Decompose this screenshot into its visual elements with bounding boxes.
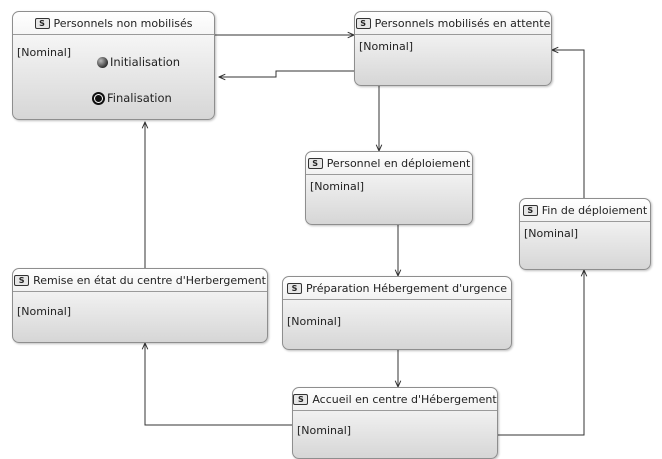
- state-header: S Préparation Hébergement d'urgence: [283, 277, 511, 300]
- region-label: [Nominal]: [524, 227, 579, 240]
- state-title: Remise en état du centre d'Herbergement: [33, 273, 266, 287]
- state-icon: S: [355, 17, 371, 29]
- final-state-label: Finalisation: [107, 91, 172, 105]
- transition-accueil-to-fin: [496, 270, 584, 436]
- initial-state-label: Initialisation: [110, 55, 181, 69]
- state-title: Préparation Hébergement d'urgence: [305, 281, 508, 295]
- region-label: [Nominal]: [17, 46, 72, 59]
- state-icon: S: [293, 393, 309, 405]
- region-label: [Nominal]: [310, 180, 365, 193]
- state-personnels-mobilises-en-attente[interactable]: S Personnels mobilisés en attente [Nomin…: [354, 11, 552, 86]
- state-header: S Remise en état du centre d'Herbergemen…: [13, 269, 267, 292]
- state-personnels-non-mobilises[interactable]: S Personnels non mobilisés [Nominal] Ini…: [12, 11, 215, 120]
- state-fin-de-deploiement[interactable]: S Fin de déploiement [Nominal]: [519, 198, 651, 270]
- state-icon: S: [34, 17, 50, 29]
- state-accueil-en-centre[interactable]: S Accueil en centre d'Hébergement [Nomin…: [292, 387, 498, 459]
- transition-attente-to-nonmobilises: [219, 70, 354, 77]
- state-title: Personnels mobilisés en attente: [374, 16, 551, 30]
- region-label: [Nominal]: [297, 424, 352, 437]
- state-title: Personnels non mobilisés: [53, 16, 193, 30]
- state-title: Fin de déploiement: [541, 203, 648, 217]
- transition-fin-to-attente: [552, 50, 585, 198]
- state-icon: S: [522, 204, 538, 216]
- region-label: [Nominal]: [17, 305, 72, 318]
- state-header: S Personnel en déploiement: [306, 152, 472, 175]
- transition-accueil-to-remise: [145, 343, 295, 426]
- state-header: S Personnels non mobilisés: [13, 12, 214, 35]
- state-icon: S: [307, 157, 323, 169]
- state-header: S Personnels mobilisés en attente: [355, 12, 551, 35]
- state-personnel-en-deploiement[interactable]: S Personnel en déploiement [Nominal]: [305, 151, 473, 225]
- state-preparation-hebergement-urgence[interactable]: S Préparation Hébergement d'urgence [Nom…: [282, 276, 512, 350]
- state-icon: S: [14, 274, 30, 286]
- state-icon: S: [286, 282, 302, 294]
- state-title: Accueil en centre d'Hébergement: [312, 392, 497, 406]
- region-label: [Nominal]: [359, 40, 414, 53]
- state-header: S Accueil en centre d'Hébergement: [293, 388, 497, 411]
- final-state-icon: [92, 91, 105, 105]
- initial-pseudostate[interactable]: Initialisation: [97, 55, 180, 69]
- state-header: S Fin de déploiement: [520, 199, 650, 222]
- state-title: Personnel en déploiement: [326, 156, 471, 170]
- initial-state-icon: [97, 56, 108, 68]
- state-remise-en-etat-centre[interactable]: S Remise en état du centre d'Herbergemen…: [12, 268, 268, 343]
- final-pseudostate[interactable]: Finalisation: [92, 91, 172, 105]
- region-label: [Nominal]: [287, 315, 342, 328]
